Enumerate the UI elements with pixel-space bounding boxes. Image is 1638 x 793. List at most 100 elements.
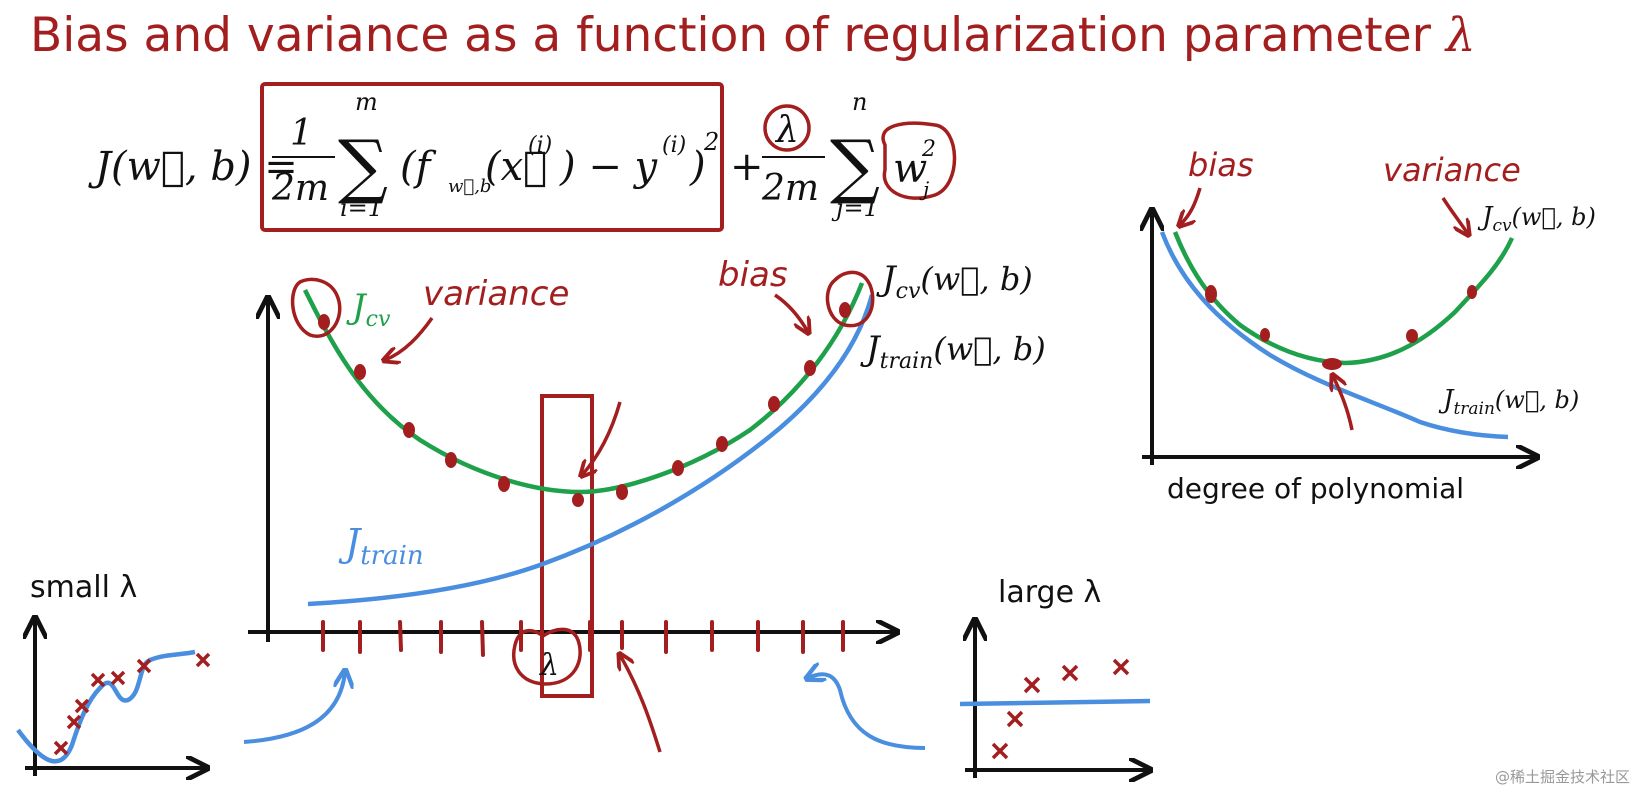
data-point-x xyxy=(66,714,82,730)
small-lambda-circle xyxy=(290,277,342,338)
jcv-dot xyxy=(839,302,851,318)
jcv-label: Jcv xyxy=(346,287,391,332)
jcv-curve-label: Jcv(w⃗, b) xyxy=(876,259,1033,304)
large-lambda-pointer-arrow xyxy=(808,674,926,750)
term1-sub: w⃗,b xyxy=(448,176,491,197)
data-point-x xyxy=(991,742,1009,760)
sum2-lower: j=1 xyxy=(831,194,879,222)
degree-jcv-dots xyxy=(1205,285,1477,370)
data-point-x xyxy=(1112,658,1130,676)
page-title: Bias and variance as a function of regul… xyxy=(30,8,1476,63)
watermark: @稀土掘金技术社区 xyxy=(1494,768,1630,786)
degree-jtrain-label: Jtrain(w⃗, b) xyxy=(1438,385,1579,419)
small-lambda-label: small λ xyxy=(30,570,137,605)
jcv-dot xyxy=(716,436,728,452)
large-lambda-points xyxy=(991,658,1130,760)
term1-minus-y: ) − y xyxy=(559,144,659,190)
x-axis-lambda: λ xyxy=(539,648,559,683)
degree-bias-note: bias xyxy=(1188,146,1253,184)
data-point-x xyxy=(1023,676,1041,694)
term1-y-sup: (i) xyxy=(662,133,686,158)
sum2-sigma: ∑ xyxy=(830,125,880,207)
sum2-upper: n xyxy=(852,88,867,116)
red-arrow-up-to-lambda xyxy=(620,655,662,753)
data-point-x xyxy=(195,652,211,668)
jcv-dot xyxy=(572,493,584,507)
frac1-denominator: 2m xyxy=(271,168,329,209)
small-lambda-points xyxy=(53,652,211,756)
jcv-dot xyxy=(354,364,366,380)
jcv-curve xyxy=(302,282,865,495)
degree-min-arrow xyxy=(1333,376,1354,431)
title-lambda-symbol: λ xyxy=(1445,8,1476,63)
jcv-dot xyxy=(1467,285,1477,299)
frac2-numerator: λ xyxy=(774,110,799,151)
large-lambda-plot: large λ xyxy=(959,575,1151,778)
term2-sub: j xyxy=(919,177,929,201)
degree-variance-note: variance xyxy=(1383,151,1521,189)
small-lambda-overfit-curve xyxy=(16,649,196,764)
sum1-sigma: ∑ xyxy=(338,125,388,207)
red-arrow-into-box xyxy=(582,401,622,475)
jcv-dot xyxy=(804,360,816,376)
lambda-ticks xyxy=(321,620,845,657)
lambda-tick xyxy=(480,620,485,657)
jtrain-label: Jtrain xyxy=(338,521,424,571)
jcv-dot xyxy=(1406,329,1418,343)
frac1-numerator: 1 xyxy=(290,113,313,154)
jcv-dot xyxy=(445,452,457,468)
degree-jcv-label: Jcv(w⃗, b) xyxy=(1477,202,1596,236)
small-lambda-plot: small λ xyxy=(16,570,211,776)
degree-bias-arrow xyxy=(1180,187,1202,225)
large-lambda-flat-line xyxy=(959,698,1151,707)
lambda-circle xyxy=(512,627,582,686)
term1-square: 2 xyxy=(703,128,719,156)
frac2-denominator: 2m xyxy=(761,168,819,209)
term2-sup: 2 xyxy=(921,137,936,162)
title-text: Bias and variance as a function of regul… xyxy=(30,8,1431,63)
term1-close: ) xyxy=(689,144,706,190)
jtrain-curve xyxy=(307,294,875,607)
term1-open: (f xyxy=(400,144,437,190)
term2-w: w xyxy=(893,146,927,192)
jcv-dot xyxy=(1260,328,1270,342)
bias-note: bias xyxy=(718,255,788,295)
data-point-x xyxy=(74,698,90,714)
jcv-dot xyxy=(616,484,628,500)
data-point-x xyxy=(53,740,69,756)
jcv-dot xyxy=(1322,358,1342,370)
jcv-dot xyxy=(403,422,415,438)
data-point-x xyxy=(110,670,126,686)
jtrain-curve-label: Jtrain(w⃗, b) xyxy=(860,329,1046,374)
variance-note: variance xyxy=(423,274,569,314)
lambda-plot: λ Jcv variance bias xyxy=(248,255,1046,753)
first-term-highlight-box xyxy=(260,82,724,232)
small-lambda-pointer-arrow xyxy=(243,672,345,744)
lambda-highlight-circle xyxy=(763,104,811,152)
degree-jcv-curve xyxy=(1172,231,1515,366)
large-lambda-circle xyxy=(825,270,875,328)
jcv-dots xyxy=(318,302,851,507)
variance-arrow xyxy=(385,316,434,360)
term1-x-sup: (i) xyxy=(528,133,552,158)
data-point-x xyxy=(90,672,106,688)
sum1-upper: m xyxy=(355,88,378,116)
jcv-dot xyxy=(318,314,330,330)
lambda-tick xyxy=(398,620,403,652)
large-lambda-label: large λ xyxy=(998,575,1101,610)
degree-jtrain-curve xyxy=(1159,231,1509,440)
jcv-dot xyxy=(768,396,780,412)
equation-lhs: J(w⃗, b) = xyxy=(88,144,298,190)
wj-highlight-circle xyxy=(881,121,957,200)
data-point-x xyxy=(1006,710,1024,728)
jcv-dot xyxy=(1205,285,1217,303)
jcv-dot xyxy=(672,460,684,476)
data-point-x xyxy=(136,658,152,674)
term1-x: (x⃗ xyxy=(485,144,547,190)
bias-arrow xyxy=(774,293,808,332)
jcv-dot xyxy=(498,476,510,492)
degree-xlabel: degree of polynomial xyxy=(1167,472,1464,505)
sum1-lower: i=1 xyxy=(340,194,383,222)
equation-plus: + xyxy=(730,144,764,190)
